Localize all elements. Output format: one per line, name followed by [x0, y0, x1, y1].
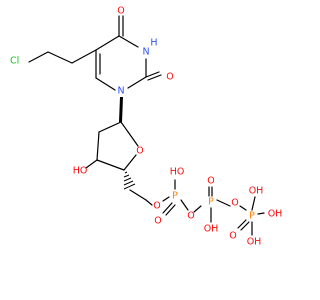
wedge-bond — [119, 97, 123, 122]
bond — [257, 212, 265, 215]
nitrogen-1: N — [117, 86, 124, 97]
bond — [180, 199, 189, 211]
bond — [96, 159, 125, 171]
chlorine-atom: Cl — [10, 56, 19, 67]
bond — [165, 204, 176, 216]
beta-gamma-bridge-oxygen: O — [231, 198, 238, 209]
bond — [193, 205, 202, 213]
hashed-bond — [123, 171, 136, 190]
gamma-phosphorus: P — [249, 211, 255, 222]
bond — [96, 131, 100, 161]
beta-phosphate-oxo: O — [207, 176, 214, 187]
imide-hydrogen: H — [150, 38, 157, 49]
bond — [145, 199, 153, 206]
alpha-phosphate-hydroxyl: HO — [170, 167, 185, 178]
beta-phosphorus: P — [208, 197, 214, 208]
bond — [95, 35, 120, 51]
bond — [120, 121, 139, 147]
beta-phosphate-hydroxyl: OH — [204, 224, 219, 235]
bond — [162, 196, 170, 202]
bond — [145, 71, 160, 78]
bond — [162, 202, 173, 214]
bond — [239, 205, 247, 211]
bond — [95, 77, 116, 91]
bond — [123, 154, 137, 171]
bond — [147, 74, 162, 81]
bond — [98, 121, 122, 133]
gamma-phosphate-hydroxyl-top: OH — [249, 186, 264, 197]
bond — [129, 189, 147, 201]
ring-oxygen: O — [136, 146, 143, 157]
bond — [237, 219, 247, 229]
alpha-phosphorus: P — [172, 191, 178, 202]
bond — [85, 159, 98, 169]
bond — [118, 35, 139, 48]
molecule-structure: Cl O H N O N O HO O HO P O O O P OH O OH… — [10, 6, 282, 248]
gamma-phosphate-hydroxyl-bottom: OH — [247, 237, 262, 248]
carbonyl-oxygen-2: O — [166, 72, 173, 83]
nitrogen-3: N — [142, 47, 149, 58]
alpha-phosphate-oxo: O — [154, 216, 161, 227]
bond — [28, 51, 49, 63]
gamma-phosphate-oxo: O — [229, 231, 236, 242]
hydroxyl-3prime: HO — [73, 166, 88, 177]
atom-labels: Cl O H N O N O HO O HO P O O O P OH O OH… — [10, 6, 282, 248]
alpha-beta-bridge-oxygen: O — [187, 211, 194, 222]
bonds — [28, 15, 265, 236]
carbonyl-oxygen-4: O — [117, 6, 124, 17]
bond — [47, 51, 73, 64]
bond — [71, 49, 97, 64]
bond — [216, 199, 231, 207]
oxygen-5prime: O — [153, 201, 160, 212]
bond — [240, 221, 250, 231]
gamma-phosphate-hydroxyl-right: OH — [268, 209, 283, 220]
bond — [127, 76, 147, 89]
bond — [251, 196, 256, 211]
